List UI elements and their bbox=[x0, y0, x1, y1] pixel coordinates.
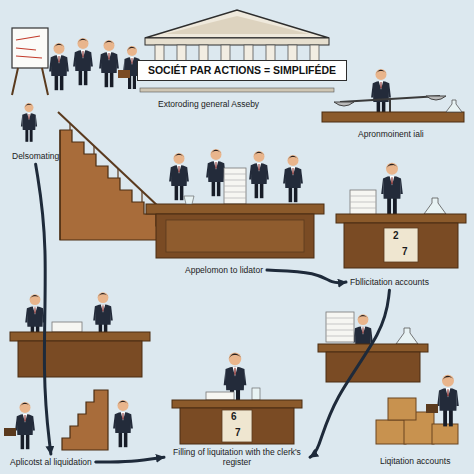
caption-text: Apronmoinent iali bbox=[358, 129, 424, 139]
accounts-scene bbox=[318, 312, 459, 444]
desk-number: 2 bbox=[393, 230, 399, 241]
caption-text: Aplicotst al liquidation bbox=[10, 457, 92, 467]
caption-text: Appelomon to lidator bbox=[185, 265, 263, 275]
desk-number: 6 bbox=[231, 411, 237, 422]
caption-text: Liqitation accounts bbox=[380, 456, 450, 466]
step-caption: Aplicotst al liquidation bbox=[8, 456, 94, 468]
flow-arrow bbox=[36, 164, 51, 454]
desk-number: 7 bbox=[402, 246, 408, 257]
caption-text: Extoroding general Asseby bbox=[158, 99, 259, 109]
building-sign: SOCIÉT PAR ACTIONS = SIMPLIFÉDE bbox=[137, 60, 347, 81]
flow-arrow bbox=[96, 457, 164, 462]
caption-text: Filling of liquitation with the clerk's … bbox=[168, 447, 306, 467]
step-caption: Delsomating bbox=[10, 150, 61, 162]
desk-number: 7 bbox=[235, 427, 241, 438]
caption-text: Fbllicitation accounts bbox=[350, 277, 429, 287]
flow-arrow bbox=[310, 290, 389, 457]
step-caption: Apronmoinent iali bbox=[356, 128, 426, 140]
step-caption: Extoroding general Asseby bbox=[156, 98, 261, 110]
flow-arrow bbox=[267, 270, 346, 283]
assembly-desk bbox=[146, 149, 324, 258]
clerk-desk bbox=[172, 353, 302, 444]
caption-text: SOCIÉT PAR ACTIONS = SIMPLIFÉDE bbox=[142, 64, 342, 77]
step-caption: Fbllicitation accounts bbox=[348, 276, 431, 288]
publication-desk bbox=[336, 163, 466, 268]
step-caption: Filling of liquitation with the clerk's … bbox=[166, 446, 308, 468]
step-caption: Appelomon to lidator bbox=[183, 264, 265, 276]
caption-text: Delsomating bbox=[12, 151, 59, 161]
application-desk bbox=[4, 292, 150, 450]
step-caption: Liqitation accounts bbox=[378, 455, 452, 467]
flipchart-scene bbox=[12, 28, 141, 95]
